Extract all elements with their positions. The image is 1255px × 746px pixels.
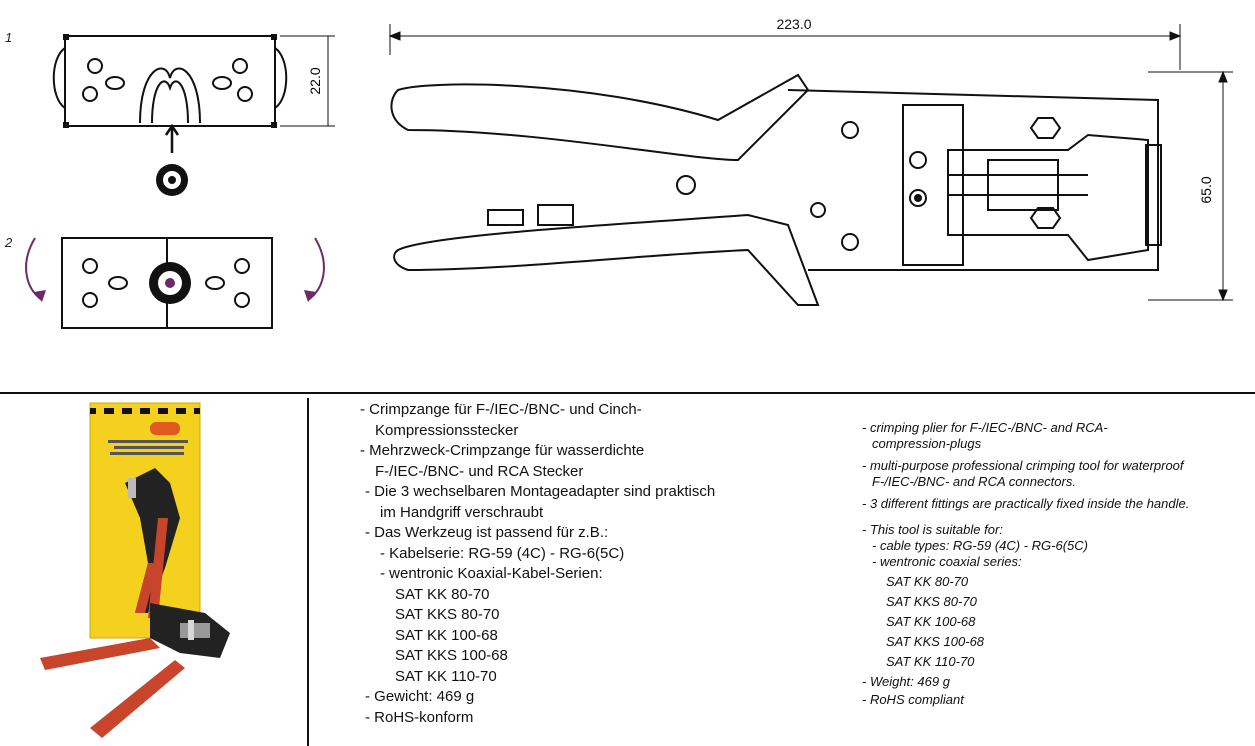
de-line: SAT KK 110-70 — [395, 667, 497, 685]
description-english: - crimping plier for F-/IEC-/BNC- and RC… — [862, 420, 1189, 708]
de-line: - wentronic Koaxial-Kabel-Serien: — [380, 565, 603, 582]
en-line: - wentronic coaxial series: — [872, 554, 1022, 569]
product-packaging-photo — [40, 402, 230, 738]
de-line: SAT KK 100-68 — [395, 626, 498, 644]
die-height-value: 22.0 — [308, 67, 323, 94]
en-line: - cable types: RG-59 (4C) - RG-6(5C) — [872, 538, 1088, 553]
de-line: F-/IEC-/BNC- und RCA Stecker — [375, 462, 584, 480]
en-line: SAT KKS 80-70 — [886, 594, 977, 609]
column-divider — [307, 398, 309, 746]
de-line: - Mehrzweck-Crimpzange für wasserdichte — [360, 442, 645, 459]
de-line: - Kabelserie: RG-59 (4C) - RG-6(5C) — [380, 544, 625, 562]
en-line: F-/IEC-/BNC- and RCA connectors. — [872, 474, 1076, 489]
en-line: - This tool is suitable for: — [862, 522, 1003, 537]
description-german: - Crimpzange für F-/IEC-/BNC- und Cinch-… — [360, 400, 715, 728]
brand-logo — [150, 422, 180, 435]
de-line: SAT KK 80-70 — [395, 585, 490, 603]
en-line: - crimping plier for F-/IEC-/BNC- and RC… — [862, 420, 1108, 435]
de-line: SAT KKS 100-68 — [395, 647, 508, 664]
step-2-label: 2 — [5, 235, 13, 250]
die-height-dimension: 22.0 — [308, 67, 323, 94]
die-open-drawing — [52, 34, 335, 196]
de-line: SAT KKS 80-70 — [395, 606, 500, 623]
crimping-tool-side-drawing — [388, 24, 1233, 306]
step-1-label: 1 — [5, 30, 13, 45]
en-line: - Weight: 469 g — [862, 674, 950, 689]
die-closed-drawing — [25, 237, 325, 329]
en-line: SAT KK 110-70 — [886, 654, 975, 669]
de-line: - Das Werkzeug ist passend für z.B.: — [365, 524, 609, 541]
de-line: Kompressionsstecker — [375, 421, 519, 439]
de-line: - RoHS-konform — [365, 708, 474, 726]
en-line: - multi-purpose professional crimping to… — [862, 458, 1184, 473]
tool-length-value: 223.0 — [776, 16, 812, 32]
de-line: - Die 3 wechselbaren Montageadapter sind… — [365, 483, 716, 500]
tool-height-dimension: 65.0 — [1198, 176, 1214, 203]
de-line: - Crimpzange für F-/IEC-/BNC- und Cinch- — [360, 401, 642, 418]
en-line: compression-plugs — [872, 436, 982, 451]
en-line: SAT KKS 100-68 — [886, 634, 985, 649]
de-line: - Gewicht: 469 g — [365, 688, 475, 705]
en-line: - RoHS compliant — [862, 692, 964, 707]
de-line: im Handgriff verschraubt — [380, 503, 544, 521]
tool-height-value: 65.0 — [1198, 176, 1214, 203]
section-divider — [0, 392, 1255, 394]
en-line: SAT KK 100-68 — [886, 614, 976, 629]
en-line: SAT KK 80-70 — [886, 574, 969, 589]
en-line: - 3 different fittings are practically f… — [862, 496, 1190, 511]
